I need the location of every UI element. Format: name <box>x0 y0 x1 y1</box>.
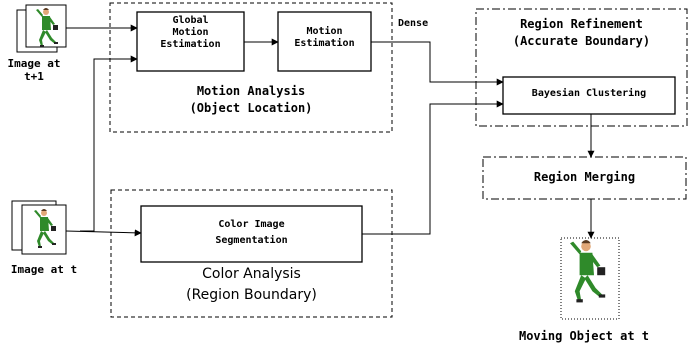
region-refinement-title: Region Refinement (Accurate Boundary) <box>512 17 651 49</box>
color-analysis-region <box>110 189 393 318</box>
dense-label: Dense <box>398 18 429 29</box>
region-merging-box <box>482 156 687 200</box>
output-image <box>560 237 620 320</box>
arrow-motion-to-bayesian <box>371 41 504 86</box>
bayesian-clustering-box <box>502 76 676 115</box>
bayesian-clustering-label: Bayesian Clustering <box>531 88 647 99</box>
region-refinement-region <box>475 8 688 127</box>
moving-object-label: Moving Object at t <box>518 329 650 343</box>
arrow-image-t-to-segmentation <box>65 229 142 237</box>
motion-analysis-region <box>109 2 393 133</box>
region-merging-label: Region Merging <box>533 170 636 184</box>
arrow-segmentation-to-bayesian <box>362 100 504 235</box>
motion-analysis-title: Motion Analysis (Object Location) <box>189 84 313 116</box>
color-image-segmentation-label: Color Image Segmentation <box>215 219 288 246</box>
motion-estimation-label: Motion Estimation <box>294 26 355 49</box>
motion-estimation-box <box>277 11 372 72</box>
connectors <box>65 24 595 239</box>
image-t1-stack <box>16 4 67 53</box>
arrow-image-t-to-global <box>80 55 138 232</box>
global-motion-estimation-label: Global Motion Estimation <box>160 15 221 50</box>
image-t1-label: Image at t+1 <box>7 57 61 84</box>
color-image-segmentation-box <box>140 205 363 263</box>
image-t-label: Image at t <box>10 263 78 276</box>
image-t-stack <box>11 200 67 255</box>
color-analysis-title: Color Analysis (Region Boundary) <box>186 266 317 303</box>
